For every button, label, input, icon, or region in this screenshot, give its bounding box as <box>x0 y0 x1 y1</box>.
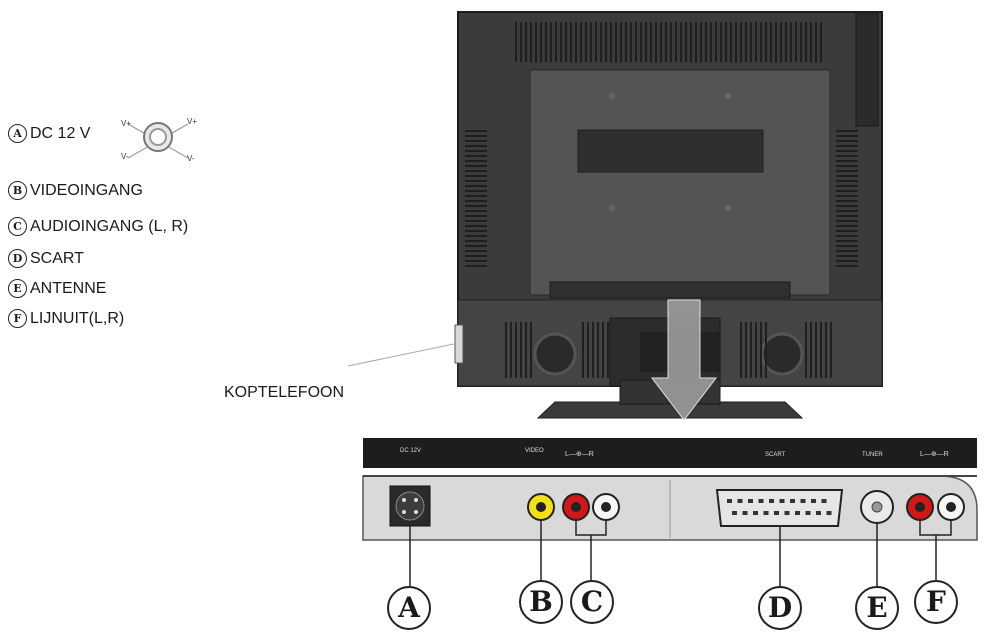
legend-item-e: E ANTENNE <box>8 279 106 298</box>
legend-item-b: B VIDEOINGANG <box>8 181 143 200</box>
legend-item-c: C AUDIOINGANG (L, R) <box>8 217 188 236</box>
connector-panel: DC 12V VIDEO L—⊕—R SCART TUNER L—⊕—R <box>362 438 978 541</box>
panel-label-video: VIDEO <box>525 448 544 454</box>
headphone-jack <box>454 324 464 364</box>
callout-c: C <box>570 580 614 624</box>
legend-text: VIDEOINGANG <box>30 181 143 199</box>
panel-label-scart: SCART <box>765 452 786 458</box>
callout-e: E <box>855 586 899 630</box>
legend-text: LIJNUIT(L,R) <box>30 309 125 327</box>
legend-letter: C <box>8 217 27 236</box>
callout-b: B <box>519 580 563 624</box>
callout-f: F <box>914 580 958 624</box>
down-arrow-icon <box>650 299 718 421</box>
legend-item-a: A DC 12 V <box>8 124 90 143</box>
legend-text: DC 12 V <box>30 124 91 142</box>
legend-letter: E <box>8 279 27 298</box>
legend-letter: A <box>8 124 27 143</box>
panel-label-tuner: TUNER <box>862 452 883 458</box>
dc-icon-label: V+ <box>121 119 131 128</box>
legend-letter: D <box>8 249 27 268</box>
legend-text: ANTENNE <box>30 279 107 297</box>
scart-connector <box>715 489 844 527</box>
callout-d: D <box>758 586 802 630</box>
antenna-connector <box>860 490 894 524</box>
vent-grilles <box>465 22 858 378</box>
dc-icon-label: V- <box>121 152 129 161</box>
leader-lines <box>409 520 952 586</box>
headphone-label: KOPTELEFOON <box>224 384 345 401</box>
legend-text: SCART <box>30 249 84 267</box>
legend-item-d: D SCART <box>8 249 84 268</box>
legend-letter: F <box>8 309 27 328</box>
callout-a: A <box>387 586 431 630</box>
panel-label-audio-in: L—⊕—R <box>565 451 594 458</box>
headphone-pointer-line <box>347 343 455 367</box>
legend-item-f: F LIJNUIT(L,R) <box>8 309 124 328</box>
panel-label-line-out: L—⊕—R <box>920 451 949 458</box>
dc-polarity-icon: V+ V+ V- V- <box>121 117 197 163</box>
panel-label-dc: DC 12V <box>400 448 421 454</box>
dc-icon-label: V+ <box>187 117 197 126</box>
video-in-jack <box>527 493 555 521</box>
dc-icon-label: V- <box>187 154 195 163</box>
legend-letter: B <box>8 181 27 200</box>
legend-text: AUDIOINGANG (L, R) <box>30 217 189 235</box>
